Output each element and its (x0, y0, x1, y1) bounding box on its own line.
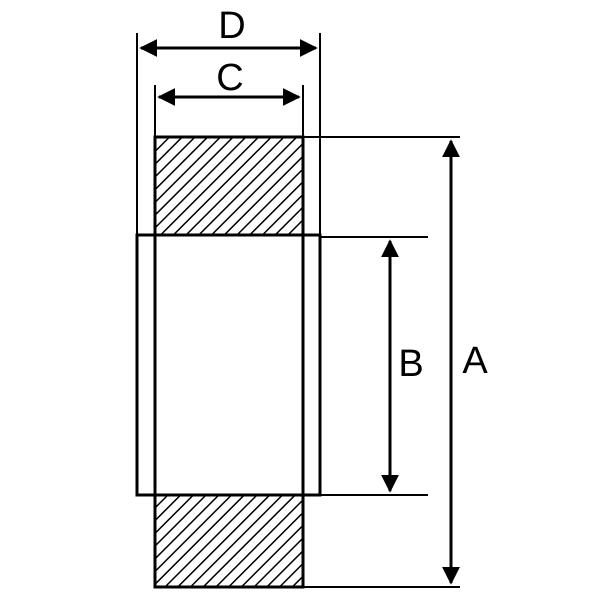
top-hatched-section (153, 135, 305, 237)
label-d: D (218, 5, 245, 47)
label-c: C (216, 57, 243, 99)
bottom-hatched-section (153, 493, 305, 589)
label-b: B (398, 343, 423, 385)
inner-body (153, 233, 305, 497)
label-a: A (462, 340, 488, 382)
